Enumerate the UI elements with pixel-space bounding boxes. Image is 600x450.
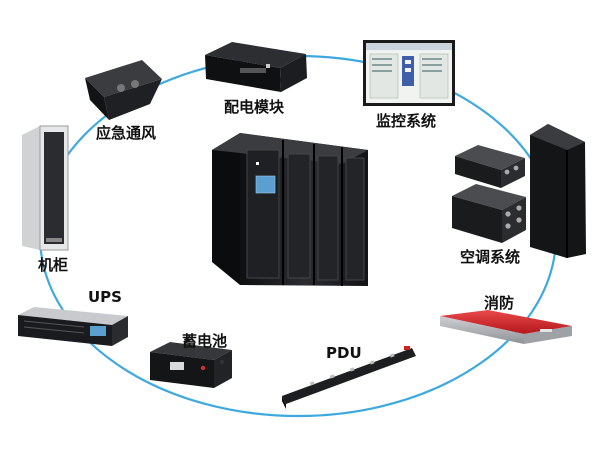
label-pdu: PDU (326, 344, 362, 362)
label-emergency-ventilation: 应急通风 (96, 124, 157, 142)
label-power-module: 配电模块 (224, 98, 285, 116)
label-battery: 蓄电池 (182, 332, 228, 350)
emergency-ventilation-image (85, 60, 162, 120)
fire-protection-image (440, 310, 572, 344)
pdu-image (282, 346, 416, 409)
label-cabinet: 机柜 (38, 256, 69, 274)
ups-image (18, 307, 128, 346)
label-monitoring: 监控系统 (376, 112, 437, 130)
monitoring-screen-image (363, 40, 455, 106)
label-air-conditioning: 空调系统 (460, 248, 521, 266)
label-ups: UPS (88, 288, 122, 306)
central-data-center-image (212, 133, 368, 286)
air-conditioning-image (452, 124, 586, 258)
label-fire-protection: 消防 (484, 294, 515, 312)
cabinet-screen (255, 175, 276, 194)
battery-image (150, 342, 232, 388)
power-module-image (205, 42, 307, 92)
rack-cabinet-image (22, 125, 69, 251)
